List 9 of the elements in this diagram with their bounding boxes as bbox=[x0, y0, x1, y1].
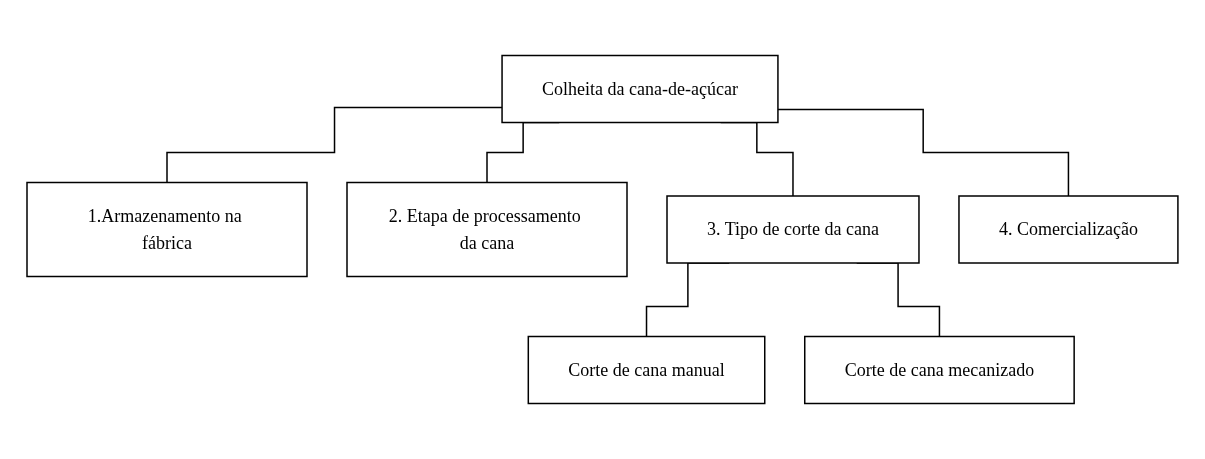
node-box: Colheita da cana-de-açúcar bbox=[501, 54, 779, 124]
connector bbox=[166, 106, 503, 184]
node-box: 4. Comercialização bbox=[958, 195, 1179, 264]
node-box: 2. Etapa de processamento da cana bbox=[346, 181, 628, 278]
node-box: 3. Tipo de corte da cana bbox=[666, 195, 920, 264]
connector bbox=[777, 108, 1070, 197]
node-box: Corte de cana manual bbox=[527, 335, 766, 405]
node-box: 1.Armazenamento na fábrica bbox=[26, 181, 308, 278]
node-box: Corte de cana mecanizado bbox=[804, 335, 1075, 405]
